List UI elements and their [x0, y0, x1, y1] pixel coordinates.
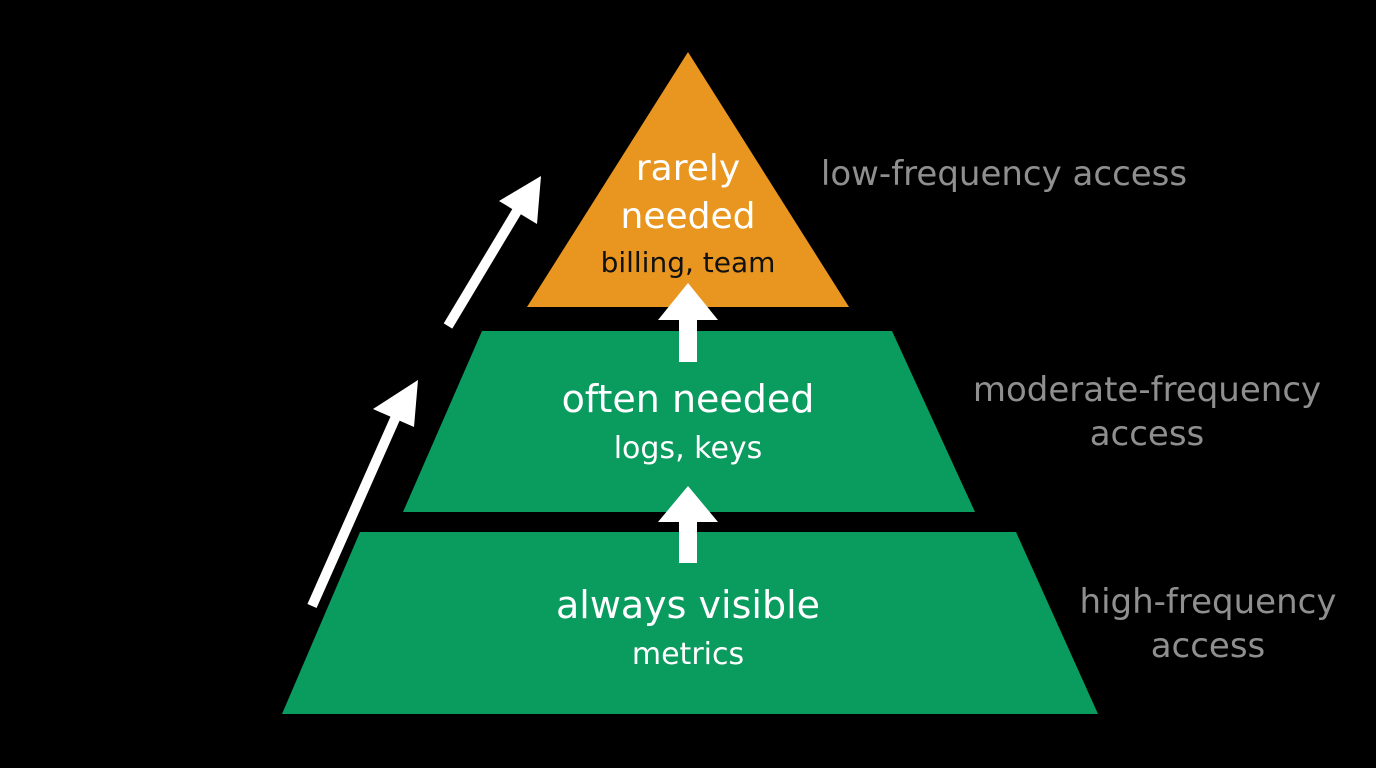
tier-middle-items: logs, keys: [614, 431, 763, 466]
tier-top-title-line1: rarely: [636, 148, 740, 189]
tier-top-title-line2: needed: [621, 196, 756, 237]
tier-middle-title: often needed: [562, 377, 815, 421]
tier-bottom-shape: [282, 532, 1098, 714]
tier-bottom-side-label-line2: access: [1150, 626, 1266, 666]
tier-middle-shape: [403, 331, 975, 512]
tier-middle-side-label-line1: moderate-frequency: [972, 370, 1322, 410]
tier-middle-side-label-line2: access: [1089, 414, 1205, 454]
arrow-up-icon: [658, 283, 718, 362]
tier-top-shape: [527, 52, 849, 307]
tier-middle-side-label: moderate-frequency access: [966, 368, 1328, 456]
arrow-up-icon: [658, 486, 718, 563]
tier-top-side-label-text: low-frequency access: [820, 154, 1188, 194]
diagonal-arrow-icon: [307, 380, 418, 609]
tier-bottom-items: metrics: [632, 637, 744, 672]
tier-top-items: billing, team: [601, 246, 776, 279]
tier-bottom-side-label: high-frequency access: [1072, 580, 1344, 668]
tier-bottom-side-label-line1: high-frequency: [1079, 582, 1337, 622]
tier-bottom-title: always visible: [556, 583, 820, 627]
tier-top-side-label: low-frequency access: [812, 152, 1196, 196]
diagonal-arrow-icon: [443, 176, 541, 329]
